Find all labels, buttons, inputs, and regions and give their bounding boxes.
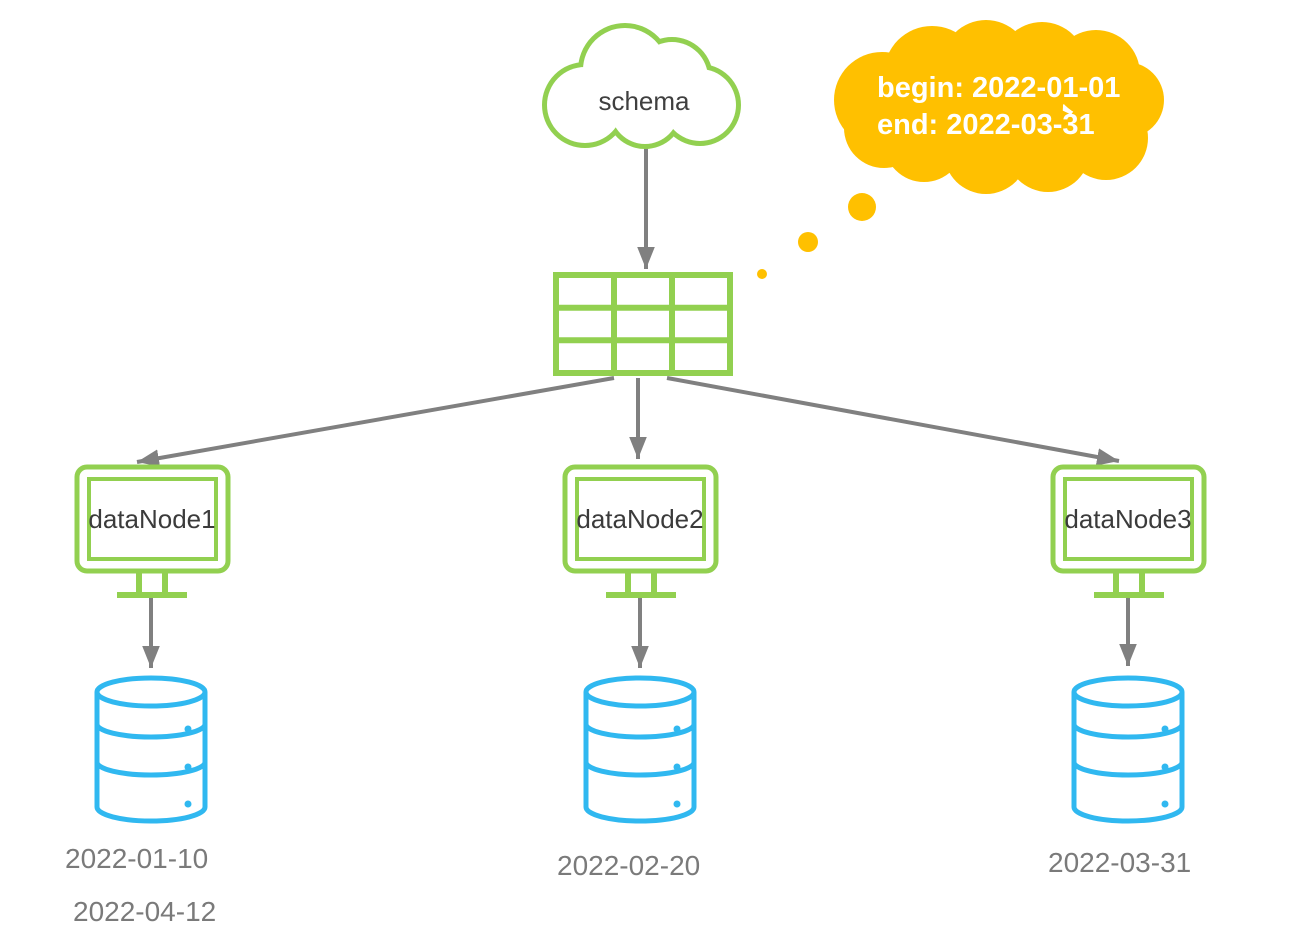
- datanode2-label: dataNode2: [576, 504, 703, 534]
- bubble-tail-dot-small: [757, 269, 767, 279]
- datanode2-date-1: 2022-02-20: [557, 850, 700, 881]
- datanode2-monitor-icon: dataNode2: [562, 464, 719, 598]
- database1-icon: [94, 675, 208, 824]
- bubble-end-text: end: 2022-03-31: [877, 109, 1095, 141]
- arrows: [136, 147, 1137, 668]
- database3-icon: [1071, 675, 1185, 824]
- datanode1-date-2: 2022-04-12: [73, 896, 216, 927]
- table-icon: [553, 272, 733, 376]
- bubble-tail-dot-medium: [798, 232, 818, 252]
- table-to-datanode1-arrow: [136, 376, 615, 467]
- datanode3-monitor-icon: dataNode3: [1050, 464, 1207, 598]
- schema-cloud-icon: schema: [542, 23, 741, 149]
- database2-icon: [583, 675, 697, 824]
- datanode1-date-1: 2022-01-10: [65, 843, 208, 874]
- datanode3-label: dataNode3: [1064, 504, 1191, 534]
- bubble-tail-dot-large: [848, 193, 876, 221]
- date-range-thought-bubble: begin: 2022-01-01 end: 2022-03-31: [757, 20, 1164, 279]
- datanode1-label: dataNode1: [88, 504, 215, 534]
- bubble-begin-text: begin: 2022-01-01: [877, 72, 1120, 104]
- schema-label: schema: [598, 86, 690, 116]
- date-labels: 2022-01-10 2022-04-12 2022-02-20 2022-03…: [65, 843, 1191, 927]
- datanode1-monitor-icon: dataNode1: [74, 464, 231, 598]
- datanode3-date-1: 2022-03-31: [1048, 847, 1191, 878]
- table-to-datanode3-arrow: [666, 376, 1120, 466]
